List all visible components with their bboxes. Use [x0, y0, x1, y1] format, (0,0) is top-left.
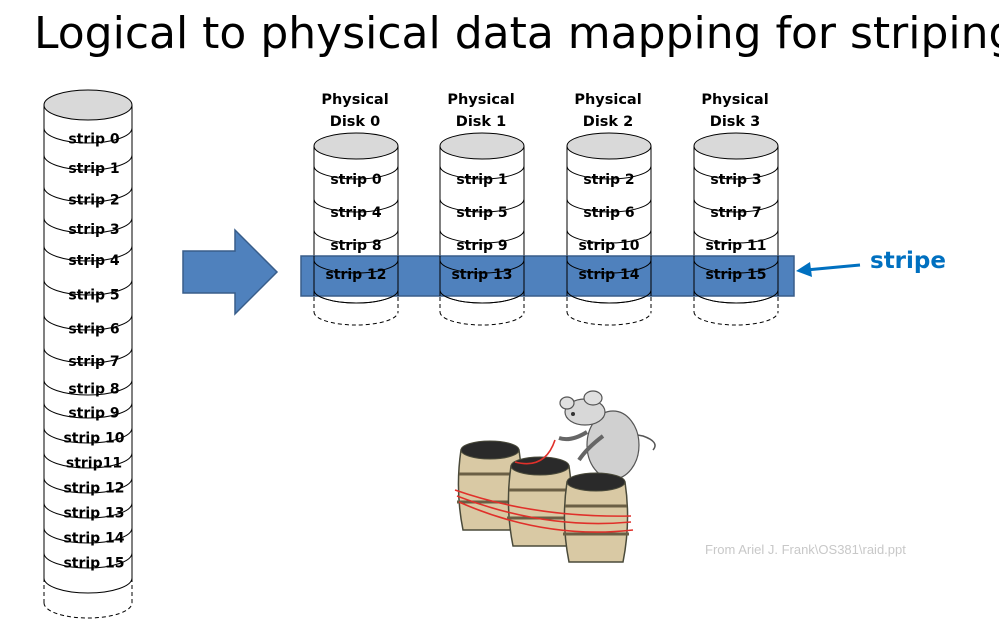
disk-strip-label: strip 3	[710, 172, 761, 188]
disk-strip-label: strip 7	[710, 205, 761, 221]
stripe-row: strip 12 strip 13 strip 14 strip 15	[313, 256, 779, 304]
logical-strip-divider	[43, 577, 133, 594]
logical-strip-label: strip 15	[63, 556, 124, 572]
disk-header-line1: Physical	[321, 92, 388, 108]
stripe-label: stripe	[870, 248, 946, 274]
logical-strip-divider	[43, 154, 133, 171]
mouse-icon	[558, 390, 656, 480]
barrel-middle-icon	[507, 456, 573, 547]
logical-strip-label: strip 6	[68, 322, 119, 338]
logical-strip-divider	[43, 347, 133, 364]
logical-strip-label: strip 7	[68, 354, 119, 370]
logical-strip-divider	[43, 186, 133, 203]
disk-header-line2: Disk 3	[710, 114, 760, 130]
disk-strip-label: strip 5	[456, 205, 507, 221]
source-credit: From Ariel J. Frank\OS381\raid.ppt	[705, 542, 906, 557]
logical-strip-divider	[43, 402, 133, 419]
logical-strip-label: strip 4	[68, 253, 120, 269]
disk-header-line1: Physical	[447, 92, 514, 108]
logical-strip-divider	[43, 379, 133, 396]
disk-strip-label: strip 1	[456, 172, 507, 188]
disk-strip-label: strip 14	[578, 267, 639, 283]
disk-header-line1: Physical	[574, 92, 641, 108]
disk-strip-label: strip 6	[583, 205, 634, 221]
disk-header-line2: Disk 0	[330, 114, 380, 130]
logical-strip-divider	[43, 552, 133, 569]
logical-strip-divider	[43, 279, 133, 296]
logical-strip-label: strip 2	[68, 193, 119, 209]
logical-strip-label: strip 0	[68, 132, 120, 148]
barrel-right-icon	[563, 472, 629, 563]
disk-strip-label: strip 0	[330, 172, 382, 188]
mouse-with-barrels-illustration	[454, 390, 656, 563]
disk-strip-label: strip 12	[325, 267, 386, 283]
disk-header-line2: Disk 1	[456, 114, 506, 130]
logical-strip-label: strip 12	[63, 481, 124, 497]
logical-strip-label: strip 5	[68, 288, 119, 304]
logical-strip-label: strip 3	[68, 222, 119, 238]
logical-strip-divider	[43, 477, 133, 494]
mapping-arrow	[182, 228, 279, 316]
logical-strip-label: strip 1	[68, 161, 119, 177]
red-string	[454, 439, 634, 533]
disk-top	[313, 132, 399, 160]
disk-strip-label: strip 4	[330, 205, 382, 221]
logical-strip-label: strip 10	[63, 431, 124, 447]
disk-strip-label: strip 2	[583, 172, 634, 188]
page-title: Logical to physical data mapping for str…	[34, 8, 999, 59]
logical-strip-divider	[43, 502, 133, 519]
logical-volume-top	[43, 89, 133, 121]
disk-top	[439, 132, 525, 160]
disk-strip-label: strip 11	[705, 238, 766, 254]
disk-header-line1: Physical	[701, 92, 768, 108]
disk-top	[566, 132, 652, 160]
disk-strip-label: strip 13	[451, 267, 512, 283]
logical-strip-label: strip 9	[68, 406, 119, 422]
logical-strip-divider	[43, 527, 133, 544]
logical-volume: strip 0 strip 1 strip 2 strip 3 strip 4 strip…	[43, 89, 133, 619]
logical-strip-label: strip 13	[63, 506, 124, 522]
stripe-highlight	[300, 255, 795, 297]
logical-strip-divider	[43, 314, 133, 331]
logical-strip-label: strip11	[66, 456, 122, 472]
disk-header-line2: Disk 2	[583, 114, 633, 130]
logical-strip-divider	[43, 127, 133, 144]
stripe-pointer-arrow	[796, 262, 861, 277]
logical-strip-label: strip 14	[63, 531, 124, 547]
logical-strip-divider	[43, 245, 133, 262]
disk-strip-label: strip 9	[456, 238, 507, 254]
logical-strip-divider	[43, 452, 133, 469]
logical-strip-divider	[43, 217, 133, 234]
disk-strip-label: strip 15	[705, 267, 766, 283]
disk-top	[693, 132, 779, 160]
disk-strip-label: strip 8	[330, 238, 381, 254]
logical-strip-label: strip 8	[68, 382, 119, 398]
disk-strip-label: strip 10	[578, 238, 639, 254]
logical-strip-divider	[43, 427, 133, 444]
